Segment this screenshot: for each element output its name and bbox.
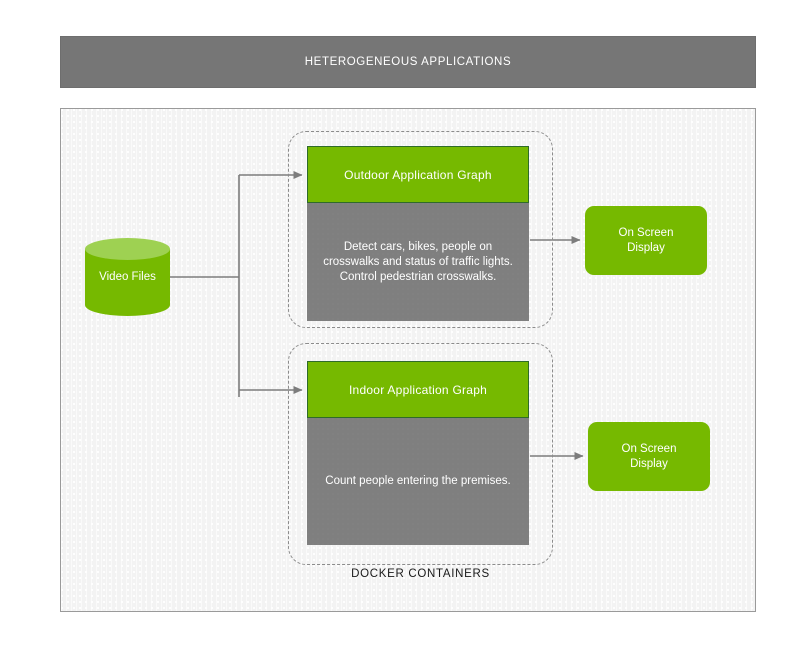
docker-container-indoor [288,343,553,565]
docker-containers-caption: DOCKER CONTAINERS [351,568,490,580]
outdoor-application-graph-header[interactable]: Outdoor Application Graph [307,146,529,203]
video-files-datastore[interactable]: Video Files [85,238,170,316]
outdoor-application-card[interactable]: Outdoor Application Graph Detect cars, b… [307,146,529,321]
indoor-application-card[interactable]: Indoor Application Graph Count people en… [307,361,529,545]
indoor-application-graph-header[interactable]: Indoor Application Graph [307,361,529,418]
on-screen-display-outdoor-label: On Screen Display [618,226,674,254]
outdoor-application-description: Detect cars, bikes, people on crosswalks… [323,240,513,283]
outdoor-application-graph-label: Outdoor Application Graph [344,167,492,182]
indoor-application-description-panel: Count people entering the premises. [307,418,529,545]
on-screen-display-indoor-label: On Screen Display [621,442,677,470]
on-screen-display-indoor[interactable]: On Screen Display [588,422,710,491]
cylinder-top-shape [85,238,170,260]
on-screen-display-outdoor[interactable]: On Screen Display [585,206,707,275]
video-files-label: Video Files [99,271,156,283]
outdoor-application-description-panel: Detect cars, bikes, people on crosswalks… [307,203,529,321]
heterogeneous-applications-header: HETEROGENEOUS APPLICATIONS [60,36,756,88]
docker-container-outdoor [288,131,553,328]
header-title: HETEROGENEOUS APPLICATIONS [304,56,512,68]
indoor-application-description: Count people entering the premises. [325,475,511,487]
indoor-application-graph-label: Indoor Application Graph [348,382,488,397]
